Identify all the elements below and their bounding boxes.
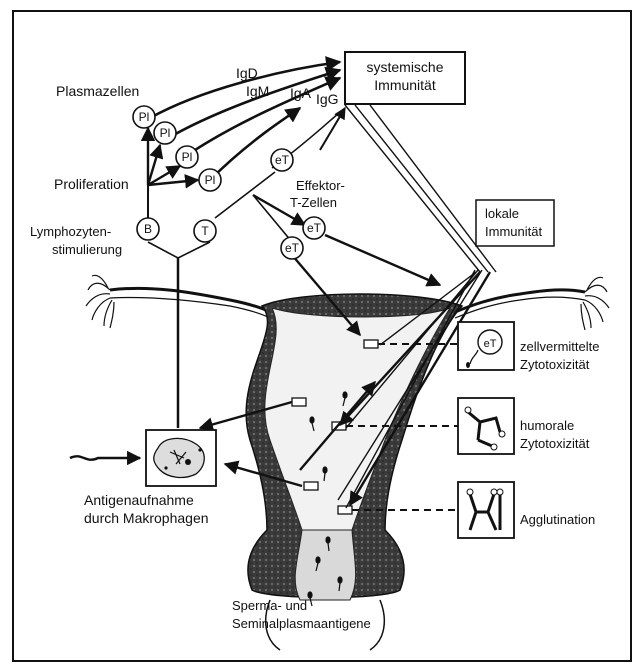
local-immunity-label-1: lokale — [485, 206, 519, 221]
antigen-site-1 — [364, 340, 378, 348]
plasmazellen-label: Plasmazellen — [56, 83, 139, 99]
right-fimbriae — [581, 277, 609, 330]
effector-t-cell-3: eT — [281, 237, 303, 259]
sperma-label-2: Seminalplasmaantigene — [232, 616, 371, 631]
local-immunity-label-2: Immunität — [485, 224, 542, 239]
effektor-label-2: T-Zellen — [290, 195, 337, 210]
effektor-label-1: Effektor- — [296, 178, 345, 193]
svg-text:eT: eT — [275, 153, 290, 167]
antigen-site-4 — [304, 482, 318, 490]
svg-text:Pl: Pl — [160, 126, 171, 140]
lymphozyten-label-2: stimulierung — [52, 242, 122, 257]
agglutination-icon-box — [458, 482, 514, 538]
svg-text:eT: eT — [285, 241, 300, 255]
igd-label: IgD — [236, 65, 258, 81]
uterine-cavity — [265, 308, 450, 530]
svg-text:Pl: Pl — [139, 110, 150, 124]
b-cell: B — [137, 218, 159, 240]
iga-label: IgA — [290, 85, 312, 101]
igm-label: IgM — [246, 83, 269, 99]
effector-t-cell-1: eT — [271, 149, 293, 171]
antigenaufnahme-label-2: durch Makrophagen — [84, 510, 209, 526]
t-cell: T — [194, 220, 216, 242]
humoral-label-1: humorale — [520, 418, 574, 433]
antigen-site-5 — [338, 506, 352, 514]
svg-text:Pl: Pl — [182, 150, 193, 164]
humoral-label-2: Zytotoxizität — [520, 436, 590, 451]
systemic-immunity-label-1: systemische — [366, 59, 443, 75]
svg-text:T: T — [201, 224, 209, 238]
plasma-cell-2: Pl — [154, 122, 176, 144]
svg-text:eT: eT — [307, 221, 322, 235]
svg-text:B: B — [144, 222, 152, 236]
plasma-cell-3: Pl — [176, 146, 198, 168]
proliferation-label: Proliferation — [54, 176, 129, 192]
plasma-cell-4: Pl — [199, 169, 221, 191]
zellvermittelte-label-1: zellvermittelte — [520, 339, 599, 354]
effector-t-cell-2: eT — [303, 217, 325, 239]
antigen-input-arrow — [70, 456, 140, 459]
igg-label: IgG — [316, 91, 339, 107]
cervix — [295, 530, 355, 600]
antigen-site-2 — [292, 398, 306, 406]
cell-mediated-icon-box: eT — [458, 322, 514, 370]
agglutination-label: Agglutination — [520, 512, 595, 527]
svg-text:Pl: Pl — [205, 173, 216, 187]
right-fallopian-tube — [455, 290, 585, 312]
sperma-label-1: Sperma- und — [232, 598, 307, 613]
left-fallopian-tube — [110, 288, 270, 312]
zellvermittelte-label-2: Zytotoxizität — [520, 357, 590, 372]
humoral-icon-box — [458, 398, 514, 454]
antigenaufnahme-label-1: Antigenaufnahme — [84, 492, 194, 508]
macrophage-box — [146, 430, 216, 486]
plasma-cell-1: Pl — [133, 106, 155, 128]
icon-et-label: eT — [484, 338, 497, 350]
lymphozyten-label-1: Lymphozyten- — [30, 224, 111, 239]
left-fimbriae — [86, 275, 114, 328]
systemic-immunity-label-2: Immunität — [374, 77, 436, 93]
